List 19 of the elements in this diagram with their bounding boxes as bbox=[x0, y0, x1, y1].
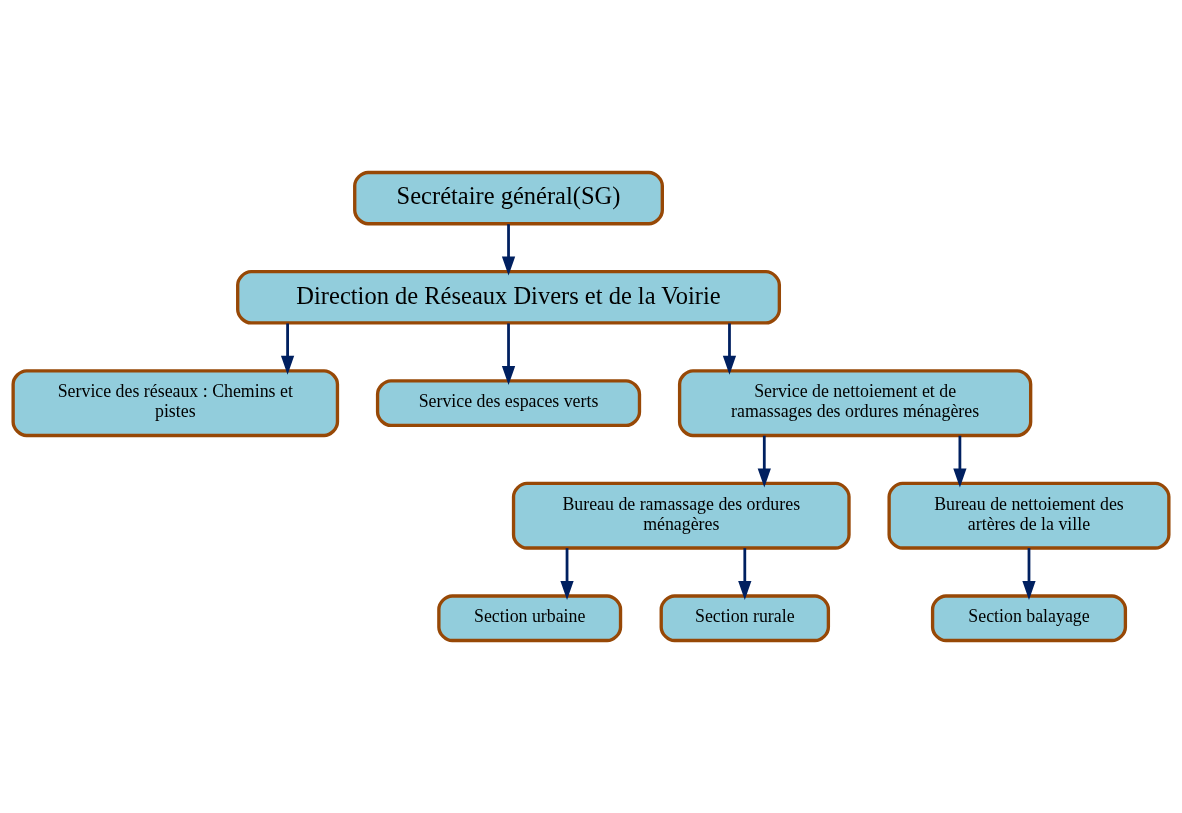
arrow bbox=[501, 323, 516, 386]
node-box: Bureau de nettoiement des artères de la ville bbox=[887, 481, 1171, 550]
arrow bbox=[953, 435, 967, 488]
node-box: Section urbaine bbox=[437, 594, 623, 643]
arrow bbox=[1022, 548, 1036, 600]
node-box: Service des réseaux : Chemins et pistes bbox=[11, 369, 340, 438]
arrow bbox=[722, 323, 737, 375]
arrow bbox=[280, 323, 295, 375]
node-box: Service des espaces verts bbox=[375, 379, 642, 428]
node-box: Direction de Réseaux Divers et de la Voirie bbox=[236, 269, 781, 325]
node-box: Section rurale bbox=[659, 594, 831, 643]
arrow bbox=[501, 224, 516, 276]
node-box: Secrétaire général(SG) bbox=[353, 170, 664, 226]
node-box: Section balayage bbox=[930, 594, 1128, 643]
arrow bbox=[738, 548, 752, 600]
node-box: Service de nettoiement et de ramassages des ordures ménagères bbox=[677, 369, 1033, 438]
arrow bbox=[560, 548, 574, 600]
node-box: Bureau de ramassage des ordures ménagères bbox=[511, 481, 851, 550]
arrow bbox=[757, 435, 771, 488]
